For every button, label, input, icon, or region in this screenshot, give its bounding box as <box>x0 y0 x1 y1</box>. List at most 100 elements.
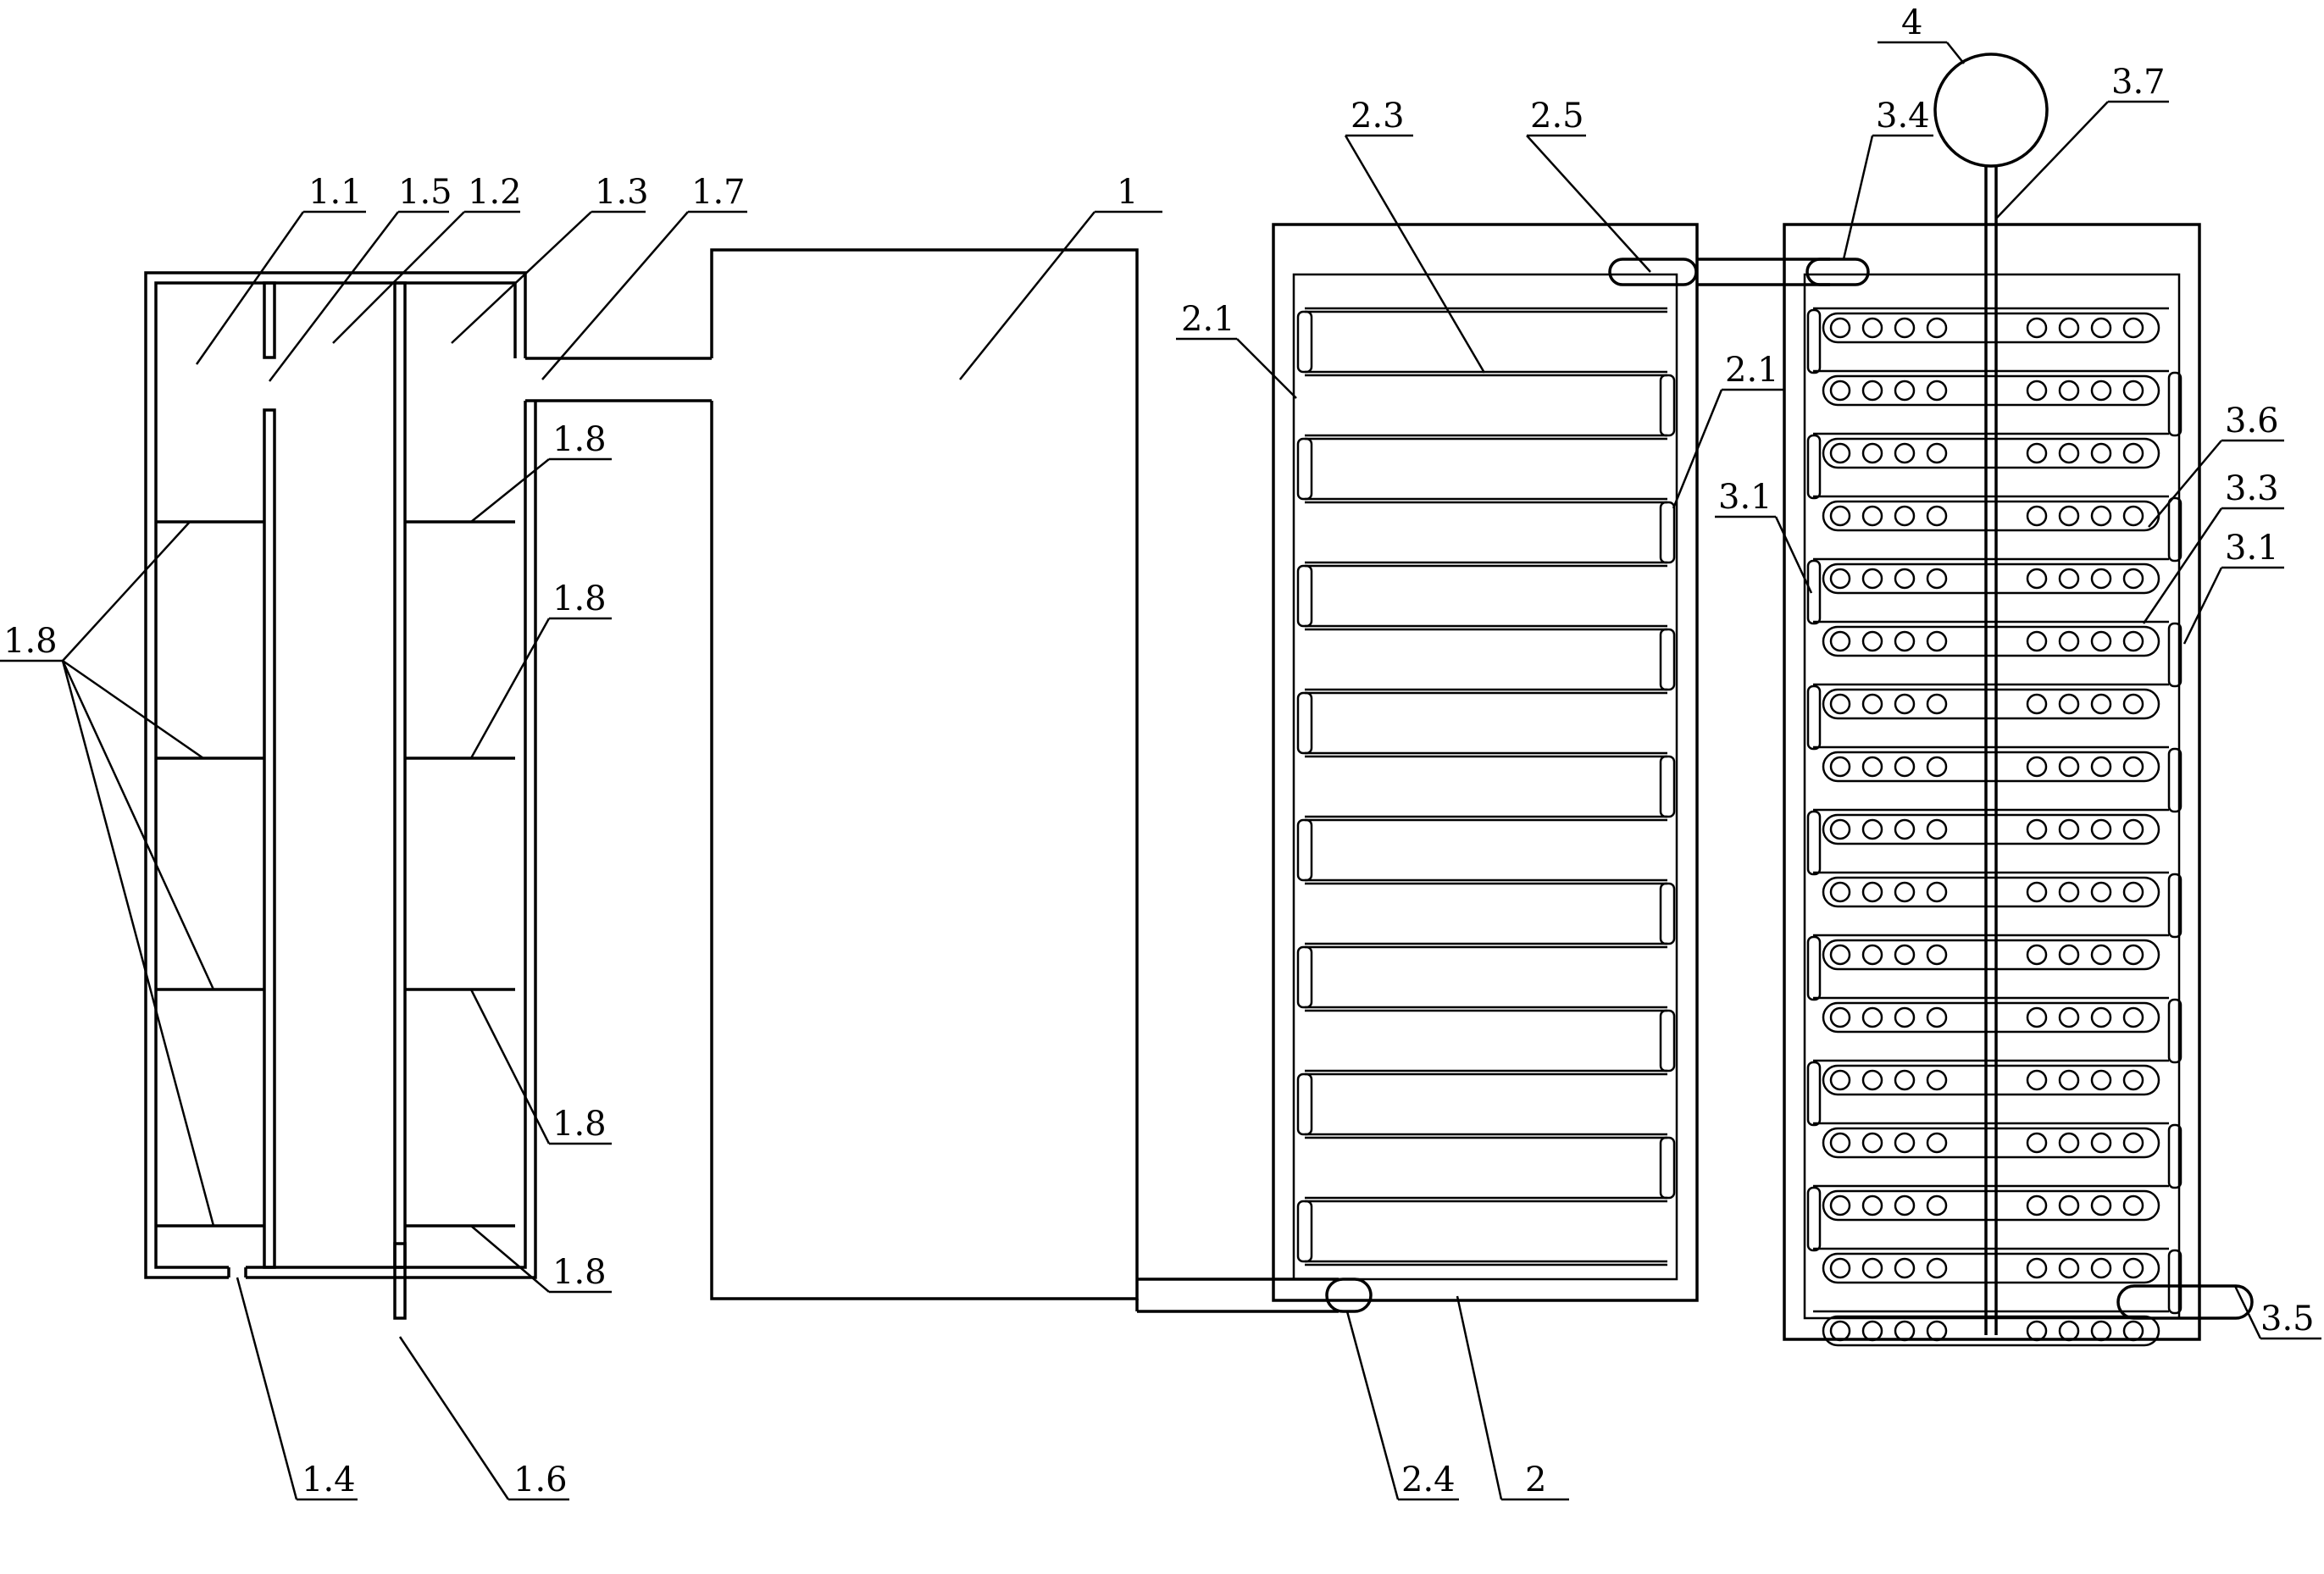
aeration-hole <box>1926 756 1948 778</box>
plate-hook <box>1806 559 1822 625</box>
baffle-plate <box>1305 751 1667 758</box>
perforated-plate <box>1822 1252 2160 1284</box>
aeration-hole <box>1894 693 1916 715</box>
aeration-hole <box>1926 1194 1948 1217</box>
aeration-hole <box>2026 505 2048 527</box>
aeration-hole <box>2058 317 2080 339</box>
label-1-2: 1.2 <box>468 173 522 212</box>
baffle-plate <box>1305 307 1667 313</box>
aeration-hole <box>1829 505 1851 527</box>
labels: 1.1 1.5 1.2 1.3 1.7 1 1.8 1.8 1.8 1.8 1.… <box>3 3 2315 1499</box>
label-1-4: 1.4 <box>302 1460 356 1499</box>
aeration-hole <box>2026 1320 2048 1342</box>
perforated-plate <box>1822 813 2160 845</box>
plate-hook <box>1659 882 1676 945</box>
baffle-plate <box>1305 1069 1667 1076</box>
baffle-plate <box>1305 370 1667 377</box>
baffle-plate <box>1305 497 1667 504</box>
plate-hook <box>1659 1136 1676 1200</box>
tank-1-body <box>710 248 1139 1300</box>
aeration-hole <box>2122 317 2144 339</box>
aeration-hole <box>2026 1194 2048 1217</box>
plate-hook <box>1806 810 1822 876</box>
aeration-hole <box>1894 317 1916 339</box>
label-1-8-left: 1.8 <box>3 622 58 661</box>
inlet-3-4 <box>1805 258 1870 286</box>
tank-1 <box>710 248 1339 1313</box>
plate-hook <box>1659 501 1676 564</box>
aeration-hole <box>1926 1069 1948 1091</box>
plate-hook <box>1296 1200 1313 1263</box>
aeration-hole <box>1829 1320 1851 1342</box>
aeration-hole <box>2090 818 2112 840</box>
aeration-hole <box>1829 1257 1851 1279</box>
aeration-hole <box>2026 568 2048 590</box>
plate-hook <box>2167 873 2183 939</box>
baffle-plate <box>1305 1006 1667 1012</box>
aeration-hole <box>1829 881 1851 903</box>
aeration-hole <box>2090 1132 2112 1154</box>
chamber-3-inner <box>1803 273 2181 1320</box>
aeration-hole <box>2122 1132 2144 1154</box>
label-3-1-right: 3.1 <box>2225 529 2279 568</box>
label-3-4: 3.4 <box>1876 97 1930 136</box>
aeration-hole <box>2090 1069 2112 1091</box>
aeration-hole <box>1861 380 1883 402</box>
inlet-2-4 <box>1325 1277 1373 1313</box>
baffle-plate <box>1305 878 1667 885</box>
perforated-plate <box>1822 1001 2160 1034</box>
aeration-hole <box>1926 317 1948 339</box>
label-1-1: 1.1 <box>308 173 363 212</box>
left-outer-wall-inner <box>154 281 517 1269</box>
partition-1-5-top <box>263 281 276 359</box>
aeration-hole <box>1894 442 1916 464</box>
aeration-hole <box>1926 505 1948 527</box>
label-4: 4 <box>1901 3 1922 42</box>
plate-hook <box>1659 755 1676 818</box>
baffle-plate <box>1305 434 1667 441</box>
aeration-hole <box>2058 1320 2080 1342</box>
label-3-6: 3.6 <box>2225 402 2279 441</box>
aeration-hole <box>1894 380 1916 402</box>
plate-hook <box>1296 564 1313 628</box>
perforated-plate <box>1822 939 2160 971</box>
aeration-hole <box>2122 630 2144 652</box>
left-bottom-right <box>246 401 537 1279</box>
baffle-plate <box>1305 1260 1667 1266</box>
aeration-hole <box>1829 442 1851 464</box>
aeration-hole <box>2090 568 2112 590</box>
baffle-plate <box>1305 1196 1667 1203</box>
label-1-8-b: 1.8 <box>552 579 607 618</box>
plate-hook <box>2167 998 2183 1064</box>
label-3-7: 3.7 <box>2111 63 2166 102</box>
aeration-hole <box>1894 881 1916 903</box>
aeration-hole <box>2122 1320 2144 1342</box>
aeration-hole <box>1894 1257 1916 1279</box>
aeration-hole <box>2026 1006 2048 1028</box>
aeration-hole <box>2090 1320 2112 1342</box>
plate-hook <box>1296 437 1313 501</box>
plate-hook <box>2167 622 2183 688</box>
aeration-hole <box>2090 756 2112 778</box>
aeration-hole <box>2026 881 2048 903</box>
outlet-3-5 <box>2116 1284 2254 1320</box>
aeration-hole <box>2058 442 2080 464</box>
chamber-3 <box>1783 53 2254 1347</box>
aeration-hole <box>2058 1132 2080 1154</box>
aeration-hole <box>1861 944 1883 966</box>
chamber-2-inner <box>1292 273 1678 1281</box>
aeration-hole <box>1829 1069 1851 1091</box>
plate-hook <box>2167 747 2183 813</box>
label-1: 1 <box>1117 173 1138 212</box>
chamber-3-outer <box>1783 223 2201 1341</box>
label-2-3: 2.3 <box>1351 97 1405 136</box>
aeration-hole <box>1829 568 1851 590</box>
aeration-hole <box>2122 756 2144 778</box>
partition-1-6-bottom <box>393 1242 407 1269</box>
aeration-hole <box>2122 1194 2144 1217</box>
aeration-hole <box>2058 1069 2080 1091</box>
aeration-hole <box>2058 1257 2080 1279</box>
aeration-hole <box>2058 818 2080 840</box>
partition-1-5 <box>263 408 276 1269</box>
